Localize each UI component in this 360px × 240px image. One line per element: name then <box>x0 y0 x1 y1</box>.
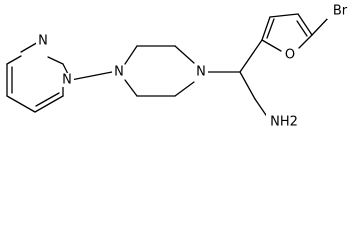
atom-label-n: N <box>196 65 206 80</box>
bond <box>239 71 256 100</box>
bond <box>311 15 331 36</box>
bond <box>47 56 64 65</box>
bond <box>298 34 313 49</box>
bond <box>261 16 271 41</box>
bond <box>6 95 36 113</box>
bond <box>266 18 275 39</box>
atom-label-o: O <box>285 48 295 63</box>
bond <box>34 95 64 113</box>
atom-label-nh2: NH2 <box>270 115 298 130</box>
chemical-structure: N N N N O Br NH2 <box>6 3 348 130</box>
bond <box>6 55 22 65</box>
bond <box>174 45 195 64</box>
bond <box>297 13 313 36</box>
pyrimidine-ring <box>6 40 72 113</box>
piperazine-ring <box>124 45 195 97</box>
atom-label-br: Br <box>333 4 348 19</box>
atom-label-n: N <box>114 65 124 80</box>
bond <box>124 45 138 65</box>
bond <box>174 81 195 97</box>
atom-label-n: N <box>62 73 72 88</box>
bond <box>296 20 308 37</box>
bond <box>239 39 263 73</box>
bond <box>124 79 138 97</box>
bond <box>35 92 60 107</box>
bond <box>261 39 282 52</box>
atom-label-n: N <box>38 34 48 49</box>
bond <box>269 13 299 18</box>
furan-ring <box>261 13 313 52</box>
bond <box>254 98 269 119</box>
bond <box>70 71 113 81</box>
